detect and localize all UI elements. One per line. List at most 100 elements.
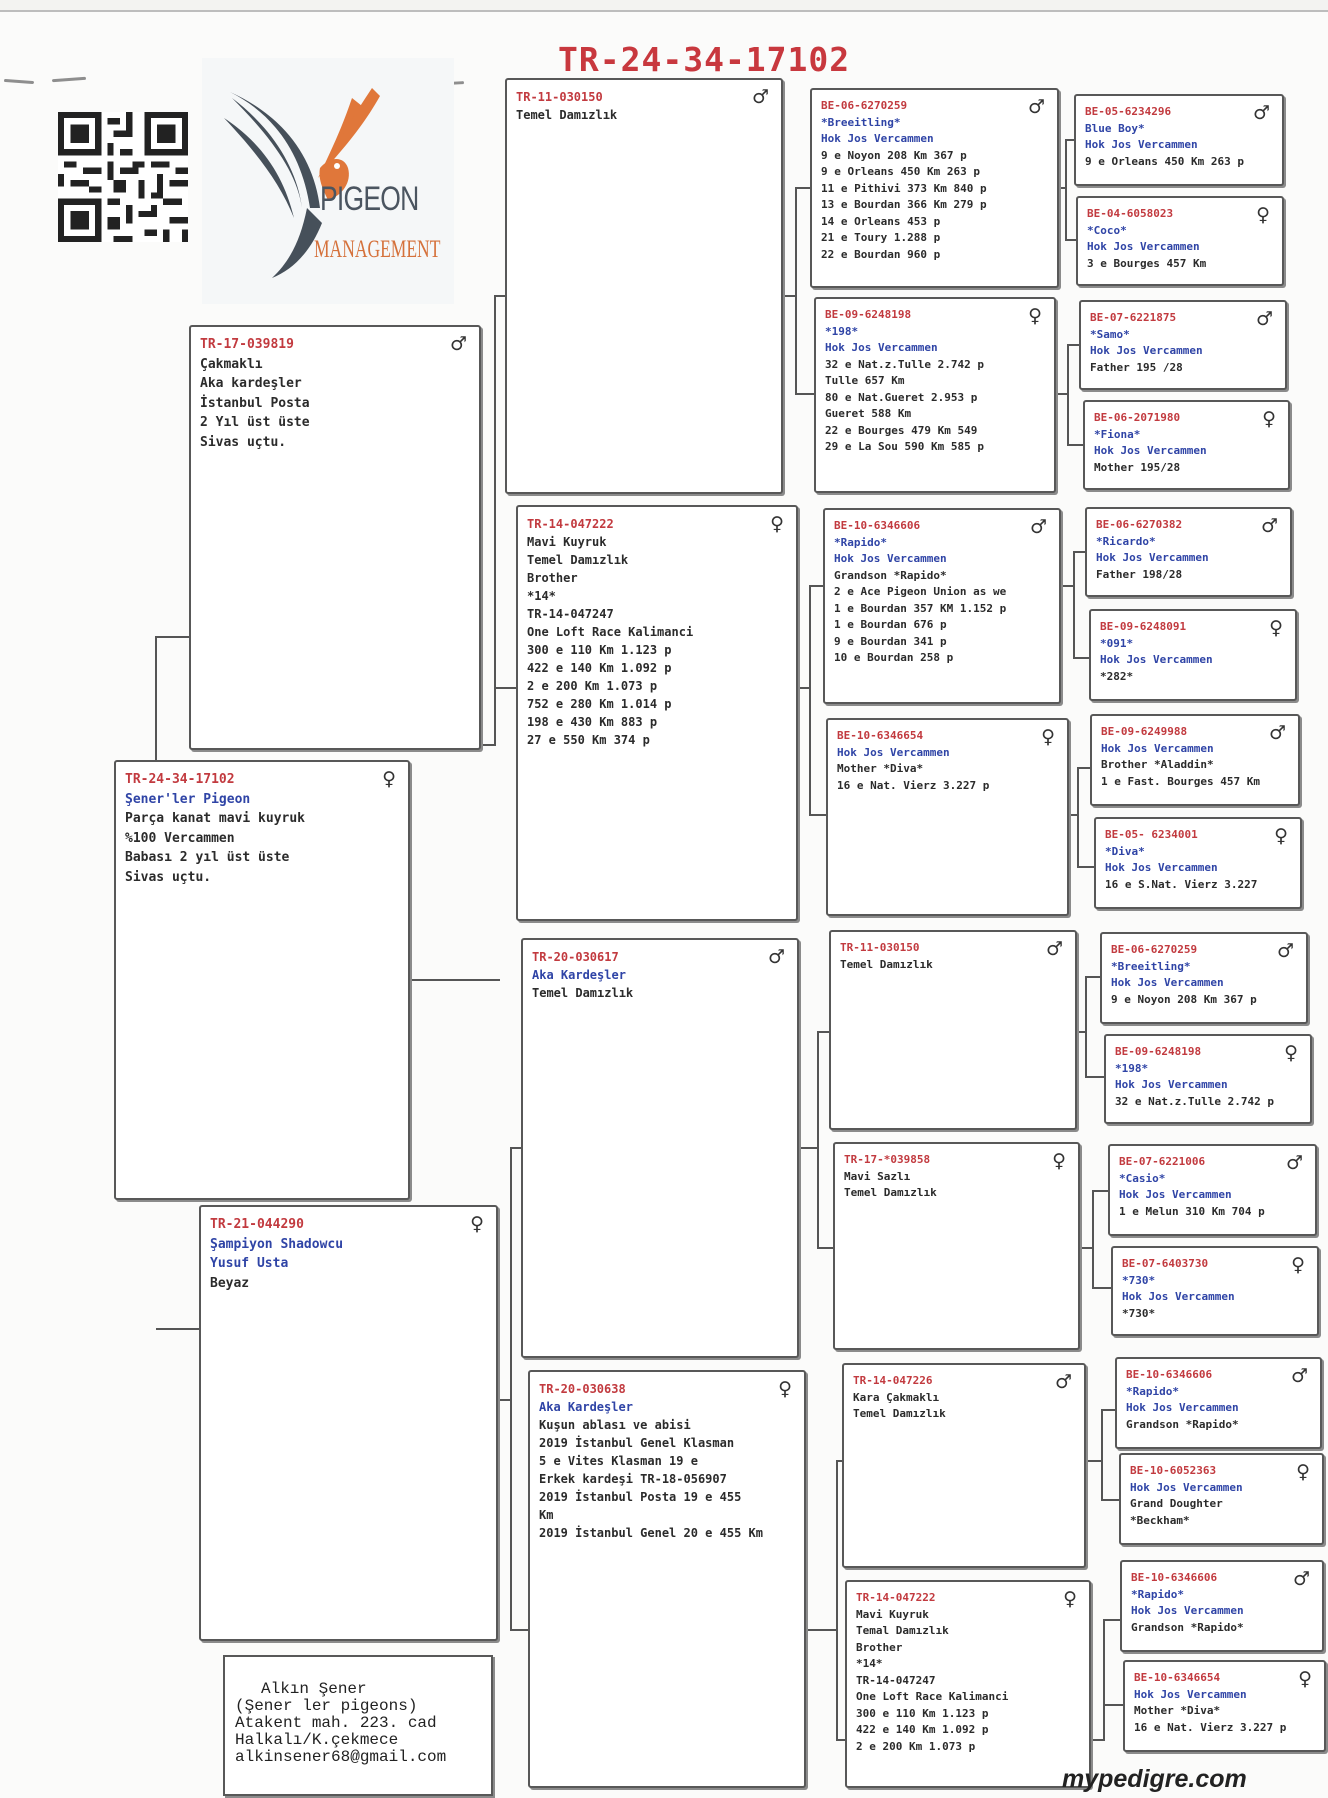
male-symbol-icon: ♂ bbox=[449, 333, 467, 355]
pigeon-detail-line: 13 e Bourdan 366 Km 279 p bbox=[821, 198, 987, 211]
female-symbol-icon: ♀ bbox=[1284, 1042, 1298, 1064]
male-symbol-icon: ♂ bbox=[1252, 102, 1270, 124]
pigeon-detail-line: 1 e Fast. Bourges 457 Km bbox=[1101, 774, 1260, 788]
pigeon-detail-line: Parça kanat mavi kuyruk bbox=[125, 811, 306, 826]
female-symbol-icon: ♀ bbox=[1269, 617, 1283, 639]
female-symbol-icon: ♀ bbox=[1298, 1668, 1312, 1690]
pigeon-detail-line: Hok Jos Vercammen bbox=[1126, 1401, 1239, 1414]
pigeon-detail-line: Gueret 588 Km bbox=[825, 407, 912, 420]
female-symbol-icon: ♀ bbox=[1274, 825, 1288, 847]
pigeon-detail-line: Brother bbox=[856, 1640, 903, 1654]
pigeon-detail-line: 422 e 140 Km 1.092 p bbox=[856, 1723, 989, 1736]
female-symbol-icon: ♀ bbox=[1296, 1461, 1310, 1483]
ring-number: BE-06-6270382 bbox=[1096, 518, 1183, 531]
pedigree-title: TR-24-34-17102 bbox=[558, 40, 851, 79]
pigeon-detail-line: Hok Jos Vercammen bbox=[1111, 976, 1224, 989]
pigeon-detail-line: 9 e Noyon 208 Km 367 p bbox=[1111, 992, 1257, 1006]
pigeon-detail-line: 2019 İstanbul Posta 19 e 455 bbox=[539, 1490, 742, 1504]
female-symbol-icon: ♀ bbox=[382, 768, 396, 790]
pigeon-card-gg-grandparent-12: ♀BE-07-6403730*730*Hok Jos Vercammen*730… bbox=[1111, 1246, 1319, 1336]
pigeon-detail-line: Hok Jos Vercammen bbox=[1101, 741, 1214, 755]
female-symbol-icon: ♀ bbox=[1041, 726, 1055, 748]
pigeon-card-gg-grandparent-6: ♀BE-09-6248091*091*Hok Jos Vercammen*282… bbox=[1089, 609, 1297, 701]
pigeon-detail-line: Hok Jos Vercammen bbox=[1130, 1480, 1243, 1494]
ring-number: TR-21-044290 bbox=[210, 1217, 304, 1232]
pigeon-detail-line: Hok Jos Vercammen bbox=[821, 132, 934, 145]
pigeon-detail-line: Temel Damızlık bbox=[532, 986, 634, 1000]
pigeon-card-great-grandparent-1: ♂BE-06-6270259*Breeitling*Hok Jos Vercam… bbox=[810, 88, 1059, 288]
ring-number: BE-05- 6234001 bbox=[1105, 828, 1198, 841]
female-symbol-icon: ♀ bbox=[1052, 1150, 1066, 1172]
pigeon-detail-line: 1 e Bourdan 676 p bbox=[834, 618, 947, 631]
pigeon-detail-line: 32 e Nat.z.Tulle 2.742 p bbox=[1115, 1094, 1274, 1108]
ring-number: BE-07-6221006 bbox=[1119, 1155, 1206, 1168]
female-symbol-icon: ♀ bbox=[1028, 305, 1042, 327]
pigeon-detail-line: Hok Jos Vercammen bbox=[1087, 240, 1200, 253]
pigeon-detail-line: Hok Jos Vercammen bbox=[1131, 1604, 1244, 1617]
pigeon-detail-line: 2 Yıl üst üste bbox=[200, 415, 310, 430]
pigeon-detail-line: Hok Jos Vercammen bbox=[1096, 551, 1209, 564]
pigeon-detail-line: *198* bbox=[825, 324, 859, 338]
pigeon-detail-line: *Breeitling* bbox=[1111, 959, 1191, 973]
pigeon-detail-line: Mavi Kuyruk bbox=[527, 535, 607, 549]
pigeon-detail-line: 9 e Orleans 450 Km 263 p bbox=[821, 165, 980, 178]
ring-number: BE-07-6403730 bbox=[1122, 1257, 1209, 1270]
pigeon-detail-line: 27 e 550 Km 374 p bbox=[527, 733, 650, 747]
pigeon-detail-line: Grandson *Rapido* bbox=[1131, 1620, 1244, 1634]
pigeon-detail-line: 21 e Toury 1.288 p bbox=[821, 231, 941, 244]
pigeon-detail-line: Km bbox=[539, 1508, 554, 1522]
pigeon-detail-line: Father 195 /28 bbox=[1090, 360, 1183, 374]
pigeon-detail-line: Erkek kardeşi TR-18-056907 bbox=[539, 1472, 727, 1486]
breeder-loft: (Şener ler pigeons) bbox=[235, 1697, 418, 1715]
pigeon-detail-line: Temel Damızlık bbox=[853, 1407, 946, 1420]
ring-number: BE-09-6249988 bbox=[1101, 725, 1188, 738]
breeder-email: alkinsener68@gmail.com bbox=[235, 1748, 447, 1766]
ring-number: BE-10-6346606 bbox=[834, 519, 921, 532]
pigeon-detail-line: Aka Kardeşler bbox=[539, 1400, 633, 1414]
pigeon-detail-line: *091* bbox=[1100, 636, 1134, 650]
male-symbol-icon: ♂ bbox=[1027, 96, 1045, 118]
pigeon-detail-line: 300 e 110 Km 1.123 p bbox=[856, 1706, 989, 1720]
male-symbol-icon: ♂ bbox=[1255, 308, 1273, 330]
pigeon-detail-line: Kara Çakmaklı bbox=[853, 1390, 940, 1404]
pigeon-detail-line: 3 e Bourges 457 Km bbox=[1087, 256, 1207, 270]
female-symbol-icon: ♀ bbox=[770, 513, 784, 535]
female-symbol-icon: ♀ bbox=[1063, 1588, 1077, 1610]
pigeon-detail-line: Mother 195/28 bbox=[1094, 460, 1181, 474]
pigeon-detail-line: Hok Jos Vercammen bbox=[1094, 444, 1207, 457]
pigeon-detail-line: Mother *Diva* bbox=[1134, 1704, 1221, 1717]
pigeon-detail-line: Aka Kardeşler bbox=[532, 968, 626, 982]
female-symbol-icon: ♀ bbox=[1262, 408, 1276, 430]
ring-number: BE-04-6058023 bbox=[1087, 207, 1174, 220]
pigeon-detail-line: 5 e Vites Klasman 19 e bbox=[539, 1454, 698, 1468]
pigeon-detail-line: *Rapido* bbox=[1131, 1587, 1184, 1601]
ring-number: TR-24-34-17102 bbox=[125, 772, 235, 787]
pigeon-detail-line: *Rapido* bbox=[834, 535, 887, 549]
male-symbol-icon: ♂ bbox=[1045, 938, 1063, 960]
pigeon-detail-line: *14* bbox=[527, 589, 556, 603]
pigeon-management-logo: PIGEON MANAGEMENT bbox=[202, 58, 454, 304]
pigeon-detail-line: 10 e Bourdan 258 p bbox=[834, 651, 954, 664]
pigeon-detail-line: Temel Damızlık bbox=[840, 957, 933, 971]
pigeon-detail-line: 198 e 430 Km 883 p bbox=[527, 715, 658, 729]
male-symbol-icon: ♂ bbox=[1285, 1152, 1303, 1174]
pigeon-detail-line: 11 e Pithivi 373 Km 840 p bbox=[821, 181, 987, 195]
female-symbol-icon: ♀ bbox=[1256, 204, 1270, 226]
pigeon-detail-line: *730* bbox=[1122, 1273, 1156, 1287]
pigeon-detail-line: %100 Vercammen bbox=[125, 830, 235, 846]
pigeon-detail-line: Brother bbox=[527, 571, 578, 585]
pigeon-detail-line: Hok Jos Vercammen bbox=[1090, 344, 1203, 357]
ring-number: TR-14-047226 bbox=[853, 1374, 933, 1387]
pigeon-detail-line: *198* bbox=[1115, 1061, 1149, 1075]
pigeon-detail-line: Kuşun ablası ve abisi bbox=[539, 1418, 691, 1432]
pigeon-detail-line: TR-14-047247 bbox=[527, 607, 614, 621]
